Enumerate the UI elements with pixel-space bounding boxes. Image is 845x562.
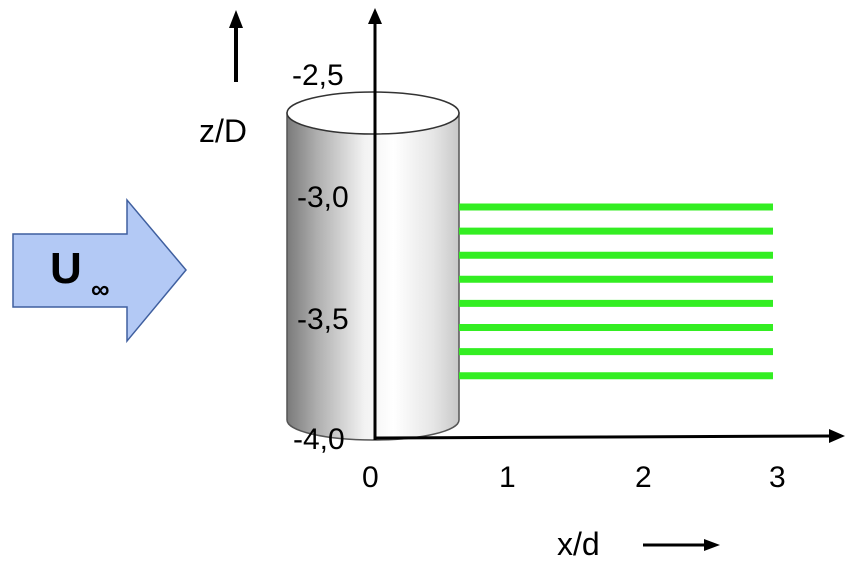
freestream-subscript: ∞ <box>91 274 110 304</box>
z-tick-label: -3,0 <box>297 181 349 214</box>
z-tick-label: -3,5 <box>297 303 349 336</box>
z-axis-title: z/D <box>199 113 247 149</box>
x-tick-label: 2 <box>635 461 652 494</box>
x-axis-title: x/d <box>557 526 600 562</box>
z-tick-label: -4,0 <box>293 423 345 456</box>
cylinder <box>286 91 460 441</box>
z-axis-arrowhead <box>368 8 382 24</box>
z-direction-arrowhead <box>229 10 243 28</box>
z-tick-label: -2,5 <box>292 59 344 92</box>
x-tick-label: 0 <box>362 461 379 494</box>
freestream-label: U <box>50 244 82 293</box>
x-axis-line <box>374 434 833 440</box>
freestream-arrow <box>12 197 187 344</box>
measurement-lines <box>459 203 773 380</box>
x-axis-arrowhead <box>829 429 845 443</box>
x-tick-label: 3 <box>769 461 786 494</box>
x-direction-arrowhead <box>704 539 720 551</box>
x-tick-label: 1 <box>499 461 516 494</box>
